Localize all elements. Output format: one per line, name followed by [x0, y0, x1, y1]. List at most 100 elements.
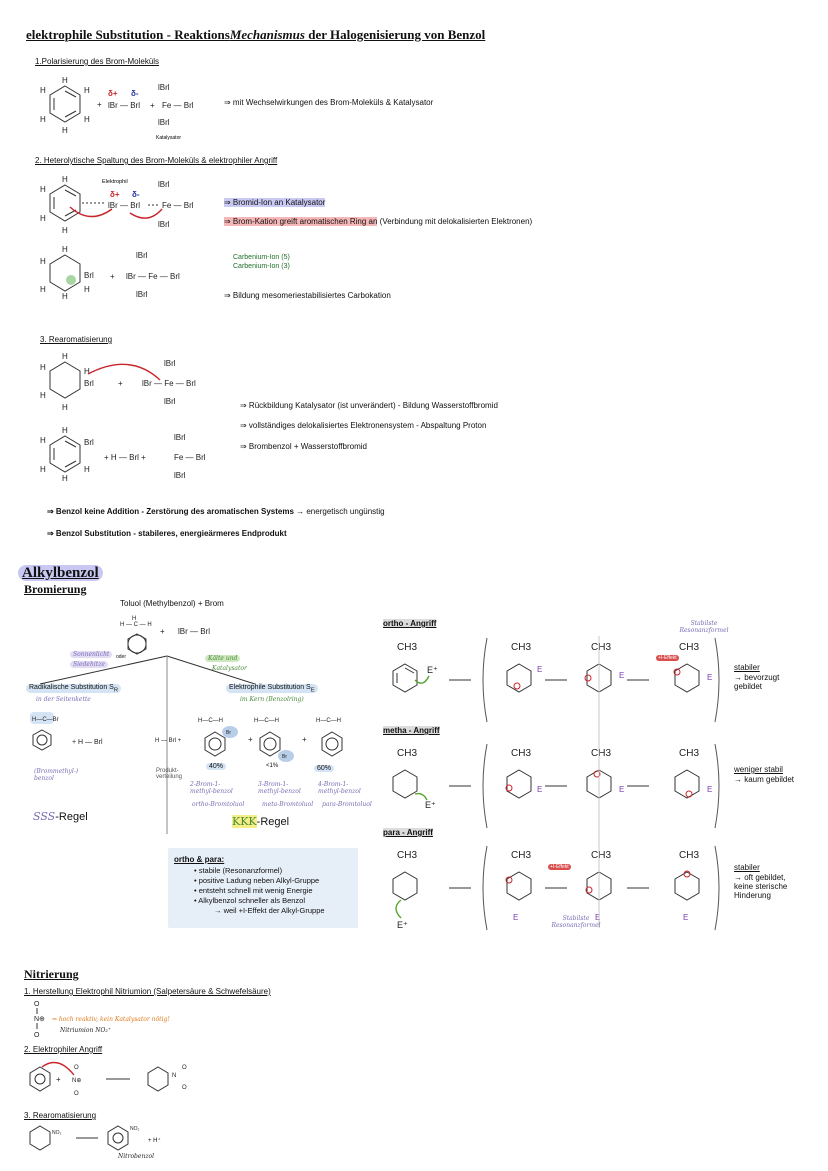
svg-text:lBrl: lBrl: [164, 397, 176, 406]
elektrophil-label: Elektrophil: [102, 179, 128, 185]
svg-text:+: +: [118, 379, 123, 388]
para-result-2: → oft gebildet, keine sterische Hinderun…: [734, 873, 788, 900]
svg-text:E: E: [513, 913, 518, 922]
svg-text:E: E: [707, 673, 712, 682]
svg-text:lBrl: lBrl: [174, 471, 186, 480]
toluol-brom-scheme: H H — C — H + lBr — Brl: [120, 616, 210, 655]
section-3-heading: 3. Rearomatisierung: [40, 335, 113, 344]
svg-text:CH3: CH3: [679, 748, 699, 759]
svg-text:Br: Br: [226, 730, 231, 736]
i-effekt-ortho: +I-Effekt: [656, 655, 679, 661]
produktverteilung-label: Produkt-verteilung: [156, 768, 183, 780]
in-der-label: in der Seitenkette: [36, 696, 91, 703]
svg-text:N⊕: N⊕: [34, 1016, 45, 1023]
svg-text:H — Brl +: H — Brl +: [155, 738, 182, 744]
s3-note1: ⇒ Rückbildung Katalysator (ist unverände…: [240, 401, 498, 410]
svg-text:+: +: [110, 272, 115, 281]
title-end: der Halogenisierung von Benzol: [304, 27, 486, 42]
svg-text:H: H: [40, 363, 46, 372]
ortho-para-item: • positive Ladung neben Alkyl-Gruppe: [194, 876, 320, 885]
svg-text:Brl: Brl: [84, 271, 94, 280]
oder-label: oder: [116, 654, 127, 660]
delta-minus: δ-: [131, 89, 139, 98]
svg-text:H: H: [40, 436, 46, 445]
meta-result-2: → kaum gebildet: [734, 775, 795, 784]
svg-text:δ+: δ+: [110, 190, 120, 199]
svg-text:H: H: [132, 616, 136, 622]
brommethyl-scheme: H—C—Br + H — Brl: [30, 712, 103, 751]
svg-text:+: +: [160, 627, 165, 636]
svg-text:Fe — Brl: Fe — Brl: [174, 453, 206, 462]
svg-text:H: H: [62, 126, 68, 135]
svg-text:H: H: [62, 76, 68, 85]
product-1-trivial: ortho-Bromtoluol: [192, 801, 245, 808]
svg-text:lBrl: lBrl: [174, 433, 186, 442]
svg-text:lBrl: lBrl: [158, 180, 170, 189]
svg-text:+: +: [150, 101, 155, 110]
nitrierung-step-3: 3. Rearomatisierung: [24, 1111, 97, 1120]
s1-note: ⇒ mit Wechselwirkungen des Brom-Moleküls…: [224, 98, 434, 107]
ortho-result-2: → bevorzugt gebildet: [734, 673, 780, 691]
nitrierung-heading: Nitrierung: [24, 967, 79, 981]
svg-text:NO₂: NO₂: [52, 1130, 62, 1136]
product-3-name: 4-Brom-1-methyl-benzol: [318, 781, 361, 795]
svg-text:CH3: CH3: [591, 850, 611, 861]
bromierung-heading: Bromierung: [24, 582, 87, 596]
carbenium-1: Carbenium-Ion (5): [233, 254, 290, 261]
svg-text:N: N: [172, 1073, 176, 1079]
ortho-attack-heading: ortho - Angriff: [383, 619, 437, 628]
svg-text:lBr — Fe — Brl: lBr — Fe — Brl: [142, 379, 196, 388]
svg-text:lBr — Brl: lBr — Brl: [108, 201, 140, 210]
svg-text:H—C—H: H—C—H: [198, 718, 223, 724]
svg-text:O: O: [74, 1065, 79, 1071]
section-2-heading: 2. Heterolytische Spaltung des Brom-Mole…: [35, 156, 278, 165]
s3-note3: ⇒ Brombenzol + Wasserstoffbromid: [240, 442, 367, 451]
percent-para: 60%: [314, 765, 335, 772]
svg-text:H: H: [40, 115, 46, 124]
svg-text:H: H: [84, 115, 90, 124]
i-effekt-para: +I-Effekt: [548, 864, 571, 870]
nitrierung-step-2: 2. Elektrophiler Angriff: [24, 1045, 103, 1054]
svg-text:O: O: [182, 1085, 187, 1091]
svg-text:+: +: [248, 735, 253, 744]
svg-text:O: O: [182, 1065, 187, 1071]
nitrierung-angriff-scheme: + ON⊕O NOO: [29, 1061, 187, 1097]
svg-text:CH3: CH3: [511, 748, 531, 759]
kaelte-label: Kälte und: [205, 655, 241, 662]
stabilste-resonanz-para: Stabilste Resonanzformel: [551, 915, 601, 929]
s3-note2: ⇒ vollständiges delokalisiertes Elektron…: [240, 421, 487, 430]
attack-mechanisms: CH3 E⁺ CH3 E CH3 E CH3 E CH3 E⁺ CH3 E: [392, 636, 720, 931]
svg-text:Fe — Brl: Fe — Brl: [162, 101, 194, 110]
svg-text:H: H: [62, 403, 68, 412]
svg-text:CH3: CH3: [397, 748, 417, 759]
ortho-para-item: • Alkylbenzol schneller als Benzol: [194, 896, 306, 905]
svg-text:CH3: CH3: [397, 850, 417, 861]
svg-text:H—C—H: H—C—H: [254, 718, 279, 724]
svg-text:O: O: [74, 1091, 79, 1097]
stabilste-resonanz-ortho: Stabilste Resonanzformel: [679, 620, 729, 634]
conclusion-2: ⇒ Benzol Substitution - stabileres, ener…: [47, 529, 287, 538]
svg-text:lBrl: lBrl: [158, 220, 170, 229]
elektrophil-label-sub: Elektrophile Substitution SE: [226, 684, 318, 694]
branch-lines: [39, 655, 256, 834]
svg-text:H — C — H: H — C — H: [120, 622, 152, 628]
ortho-para-item: • stabile (Resonanzformel): [194, 866, 283, 875]
svg-text:CH3: CH3: [591, 642, 611, 653]
svg-text:H: H: [62, 226, 68, 235]
svg-text:H: H: [62, 352, 68, 361]
svg-text:lBrl: lBrl: [158, 118, 170, 127]
radikal-label: Radikalische Substitution SR: [26, 684, 122, 694]
svg-text:O: O: [34, 1032, 40, 1039]
sss-regel: SSS-Regel: [33, 810, 88, 823]
svg-text:lBrl: lBrl: [164, 359, 176, 368]
delta-plus: δ+: [108, 89, 118, 98]
svg-text:H: H: [84, 285, 90, 294]
ortho-para-title: ortho & para:: [174, 855, 225, 864]
svg-text:+: +: [97, 100, 102, 109]
svg-text:O: O: [34, 1001, 40, 1008]
h-plus: + H⁺: [148, 1138, 161, 1144]
kkk-regel: KKK-Regel: [232, 815, 290, 828]
